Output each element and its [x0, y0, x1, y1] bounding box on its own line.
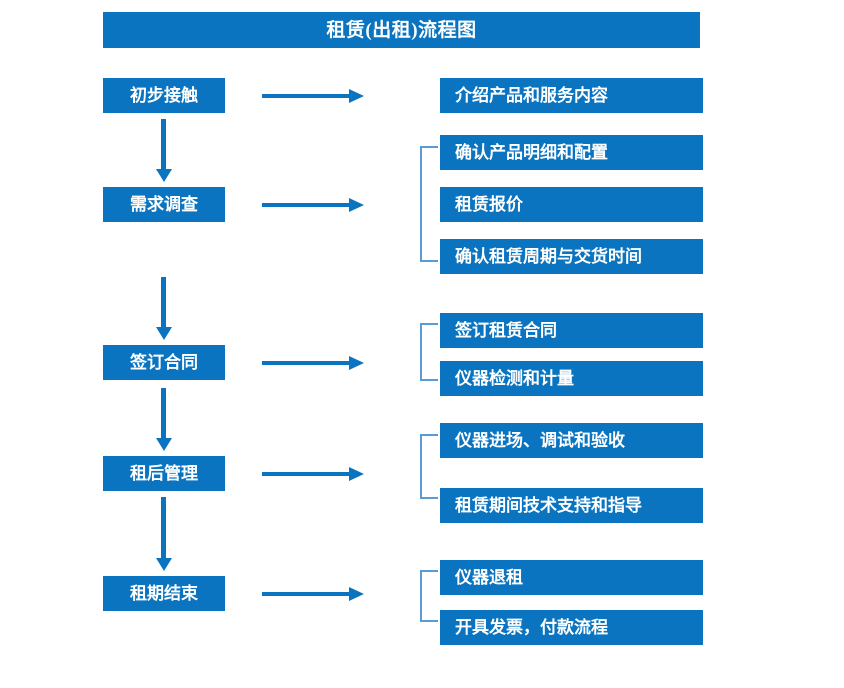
detail-box-instrument-return[interactable]: 仪器退租: [440, 560, 703, 595]
detail-label: 仪器进场、调试和验收: [455, 431, 625, 450]
detail-box-sign-rental-contract[interactable]: 签订租赁合同: [440, 313, 703, 348]
detail-box-technical-support[interactable]: 租赁期间技术支持和指导: [440, 488, 703, 523]
detail-box-confirm-product-spec[interactable]: 确认产品明细和配置: [440, 135, 703, 170]
stage-label: 租期结束: [130, 584, 198, 603]
stage-box-initial-contact[interactable]: 初步接触: [103, 78, 225, 113]
arrow-down-contact-to-survey: [156, 119, 172, 182]
group-bracket-sign-contract: [420, 323, 438, 381]
arrow-head-icon: [349, 198, 364, 212]
stage-box-needs-survey[interactable]: 需求调查: [103, 187, 225, 222]
arrow-head-icon: [156, 327, 172, 340]
arrow-head-icon: [156, 438, 172, 451]
stage-box-sign-contract[interactable]: 签订合同: [103, 345, 225, 380]
arrow-shaft: [262, 361, 351, 365]
stage-label: 签订合同: [130, 353, 198, 372]
page-title: 租赁(出租)流程图: [326, 19, 477, 41]
stage-label: 租后管理: [130, 464, 198, 483]
detail-box-instrument-inspection[interactable]: 仪器检测和计量: [440, 361, 703, 396]
arrow-shaft: [262, 472, 351, 476]
arrow-down-survey-to-contract: [156, 277, 172, 340]
detail-label: 确认产品明细和配置: [455, 143, 608, 162]
arrow-head-icon: [156, 169, 172, 182]
group-bracket-rental-end: [420, 570, 438, 622]
detail-label: 租赁期间技术支持和指导: [455, 496, 642, 515]
stage-box-post-rental-management[interactable]: 租后管理: [103, 456, 225, 491]
arrow-shaft: [161, 497, 166, 558]
stage-box-rental-end[interactable]: 租期结束: [103, 576, 225, 611]
stage-label: 初步接触: [130, 86, 198, 105]
arrow-shaft: [262, 203, 351, 207]
arrow-shaft: [161, 388, 166, 438]
detail-box-confirm-period-delivery[interactable]: 确认租赁周期与交货时间: [440, 239, 703, 274]
arrow-down-contract-to-management: [156, 388, 172, 451]
arrow-right-post-rental-management: [262, 466, 364, 482]
group-bracket-needs-survey: [420, 146, 438, 262]
arrow-right-needs-survey: [262, 197, 364, 213]
detail-box-introduce-products[interactable]: 介绍产品和服务内容: [440, 78, 703, 113]
detail-label: 介绍产品和服务内容: [455, 86, 608, 105]
detail-label: 仪器退租: [455, 568, 523, 587]
detail-label: 确认租赁周期与交货时间: [455, 247, 642, 266]
arrow-head-icon: [349, 467, 364, 481]
group-bracket-post-rental-management: [420, 434, 438, 499]
arrow-head-icon: [156, 558, 172, 571]
detail-box-instrument-onsite-commission[interactable]: 仪器进场、调试和验收: [440, 423, 703, 458]
detail-box-invoice-payment[interactable]: 开具发票，付款流程: [440, 610, 703, 645]
detail-label: 仪器检测和计量: [455, 369, 574, 388]
arrow-head-icon: [349, 89, 364, 103]
diagram-title-bar: 租赁(出租)流程图: [103, 12, 700, 48]
detail-label: 租赁报价: [455, 195, 523, 214]
detail-label: 开具发票，付款流程: [455, 618, 608, 637]
arrow-right-sign-contract: [262, 355, 364, 371]
detail-box-rental-quote[interactable]: 租赁报价: [440, 187, 703, 222]
arrow-head-icon: [349, 356, 364, 370]
arrow-shaft: [262, 592, 351, 596]
arrow-head-icon: [349, 587, 364, 601]
arrow-down-management-to-end: [156, 497, 172, 571]
arrow-shaft: [161, 119, 166, 169]
arrow-right-rental-end: [262, 586, 364, 602]
stage-label: 需求调查: [130, 195, 198, 214]
arrow-shaft: [262, 94, 351, 98]
detail-label: 签订租赁合同: [455, 321, 557, 340]
arrow-shaft: [161, 277, 166, 327]
arrow-right-initial-contact: [262, 88, 364, 104]
